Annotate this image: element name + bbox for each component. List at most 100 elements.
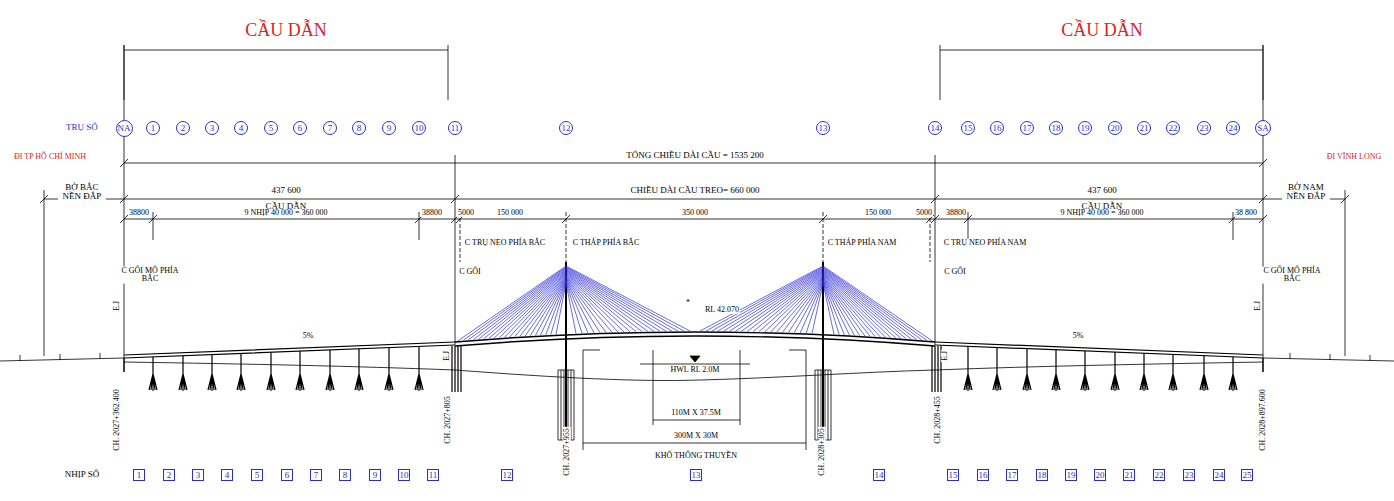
stay-cable [489, 271, 566, 338]
annotation-text: C GỐI MỐ PHÍA BẮC [1262, 267, 1322, 284]
stay-cable [494, 272, 566, 338]
annotation-text: CH. 2027+805 [444, 395, 452, 445]
annotation-text: 5% [1072, 332, 1085, 340]
span-number: 16 [979, 471, 988, 480]
span-number-box: 4 [221, 469, 233, 481]
pier-number: 8 [357, 124, 362, 133]
stay-cable [479, 270, 566, 340]
span-number-box: 25 [1241, 469, 1253, 481]
pier-number: NA [118, 124, 131, 133]
stay-cable [463, 267, 566, 340]
pier-column [964, 346, 972, 391]
annotation-text: E.J [113, 300, 121, 312]
pier-number-circle: NA [116, 120, 133, 137]
annotation-text: 150 000 [496, 209, 524, 217]
span-number: 21 [1125, 471, 1134, 480]
stay-cable [566, 266, 690, 331]
pier-number: 12 [562, 124, 571, 133]
stay-cable [520, 277, 566, 337]
stay-cable [535, 280, 566, 336]
stay-cable [800, 281, 823, 333]
stay-cable [823, 271, 901, 338]
annotation-text: * [685, 299, 691, 307]
navigation-clearance [583, 350, 806, 450]
pier-number: 6 [298, 124, 303, 133]
span-number: 20 [1096, 471, 1105, 480]
annotation-text: CH. 2028+455 [934, 395, 942, 445]
pier-number: 10 [415, 124, 424, 133]
span-number: 24 [1215, 471, 1224, 480]
annotation-text: 150 000 [864, 209, 892, 217]
pier-number: 15 [964, 124, 973, 133]
stay-cable [530, 279, 566, 336]
span-number-box: 21 [1123, 469, 1135, 481]
pier-number-circle: 3 [205, 121, 219, 135]
span-number: 13 [692, 471, 701, 480]
pier-number: 9 [387, 124, 392, 133]
annotation-text: C THÁP PHÍA NAM [827, 239, 898, 247]
stay-cable [566, 276, 624, 332]
stay-cable [823, 283, 834, 334]
span-number-box: 20 [1094, 469, 1106, 481]
pier-number: 5 [269, 124, 274, 133]
bracket-line [124, 45, 1263, 100]
span-number: 8 [343, 471, 348, 480]
stay-cable [747, 273, 823, 331]
pier-column [267, 352, 275, 391]
annotation-text: TRỤ SỐ [65, 123, 99, 132]
pier-number-circle: 15 [961, 121, 975, 135]
pier-column [1229, 357, 1237, 391]
span-number-box: 24 [1213, 469, 1225, 481]
stay-cable [794, 280, 823, 332]
pier-number-circle: 14 [928, 121, 942, 135]
pier-column [385, 348, 393, 391]
annotation-text: 350 000 [681, 209, 709, 217]
annotation-text: 38800 [421, 209, 443, 217]
stay-cable [823, 279, 860, 336]
stay-cable [566, 280, 600, 333]
stay-cable [823, 268, 922, 340]
pier-column [1081, 351, 1089, 391]
pier-number: 4 [239, 124, 244, 133]
stay-cables [458, 266, 932, 341]
pier-number: 13 [819, 124, 828, 133]
stay-cable [566, 283, 576, 333]
span-number: 3 [196, 471, 201, 480]
pier-column [1111, 352, 1119, 391]
pier-column [355, 349, 363, 391]
pier-column [1169, 354, 1177, 391]
annotation-text: BỜ NAM NỀN ĐẮP [1282, 183, 1330, 202]
annotation-text: C THÁP PHÍA BẮC [572, 239, 640, 247]
span-number: 1 [137, 471, 142, 480]
stay-cable [812, 283, 823, 333]
pier-column [296, 351, 304, 391]
stay-cable [566, 278, 612, 333]
pylon [566, 262, 823, 440]
pier-number-circle: 11 [448, 121, 462, 135]
span-number-box: 12 [501, 469, 513, 481]
stay-cable [566, 271, 654, 331]
stay-cable [823, 276, 875, 337]
dimension-line [40, 195, 1349, 203]
annotation-text: 38800 [945, 209, 967, 217]
annotation-text: ĐI TP HỒ CHÍ MINH [13, 153, 87, 161]
pier-number: 20 [1111, 124, 1120, 133]
pier-number-circle: 13 [816, 121, 830, 135]
annotation-text: KHỔ THÔNG THUYỀN [654, 452, 738, 460]
pier-number-circle: 21 [1137, 121, 1151, 135]
stay-cable [566, 279, 606, 333]
stay-cable [468, 268, 566, 340]
stay-cable [474, 269, 567, 340]
pier-number-circle: 23 [1197, 121, 1211, 135]
pier-number: 7 [328, 124, 333, 133]
annotation-text: C TRỤ NEO PHÍA BẮC [464, 239, 546, 247]
stay-cable [783, 279, 824, 333]
span-number-box: 3 [192, 469, 204, 481]
pier-number: 16 [993, 124, 1002, 133]
span-number: 9 [373, 471, 378, 480]
annotation-text: E.J [941, 350, 949, 362]
span-number-box: 15 [947, 469, 959, 481]
pier-column [326, 350, 334, 391]
annotation-text: TỔNG CHIỀU DÀI CẦU = 1535 200 [625, 151, 765, 160]
pier-number-circle: 4 [234, 121, 248, 135]
